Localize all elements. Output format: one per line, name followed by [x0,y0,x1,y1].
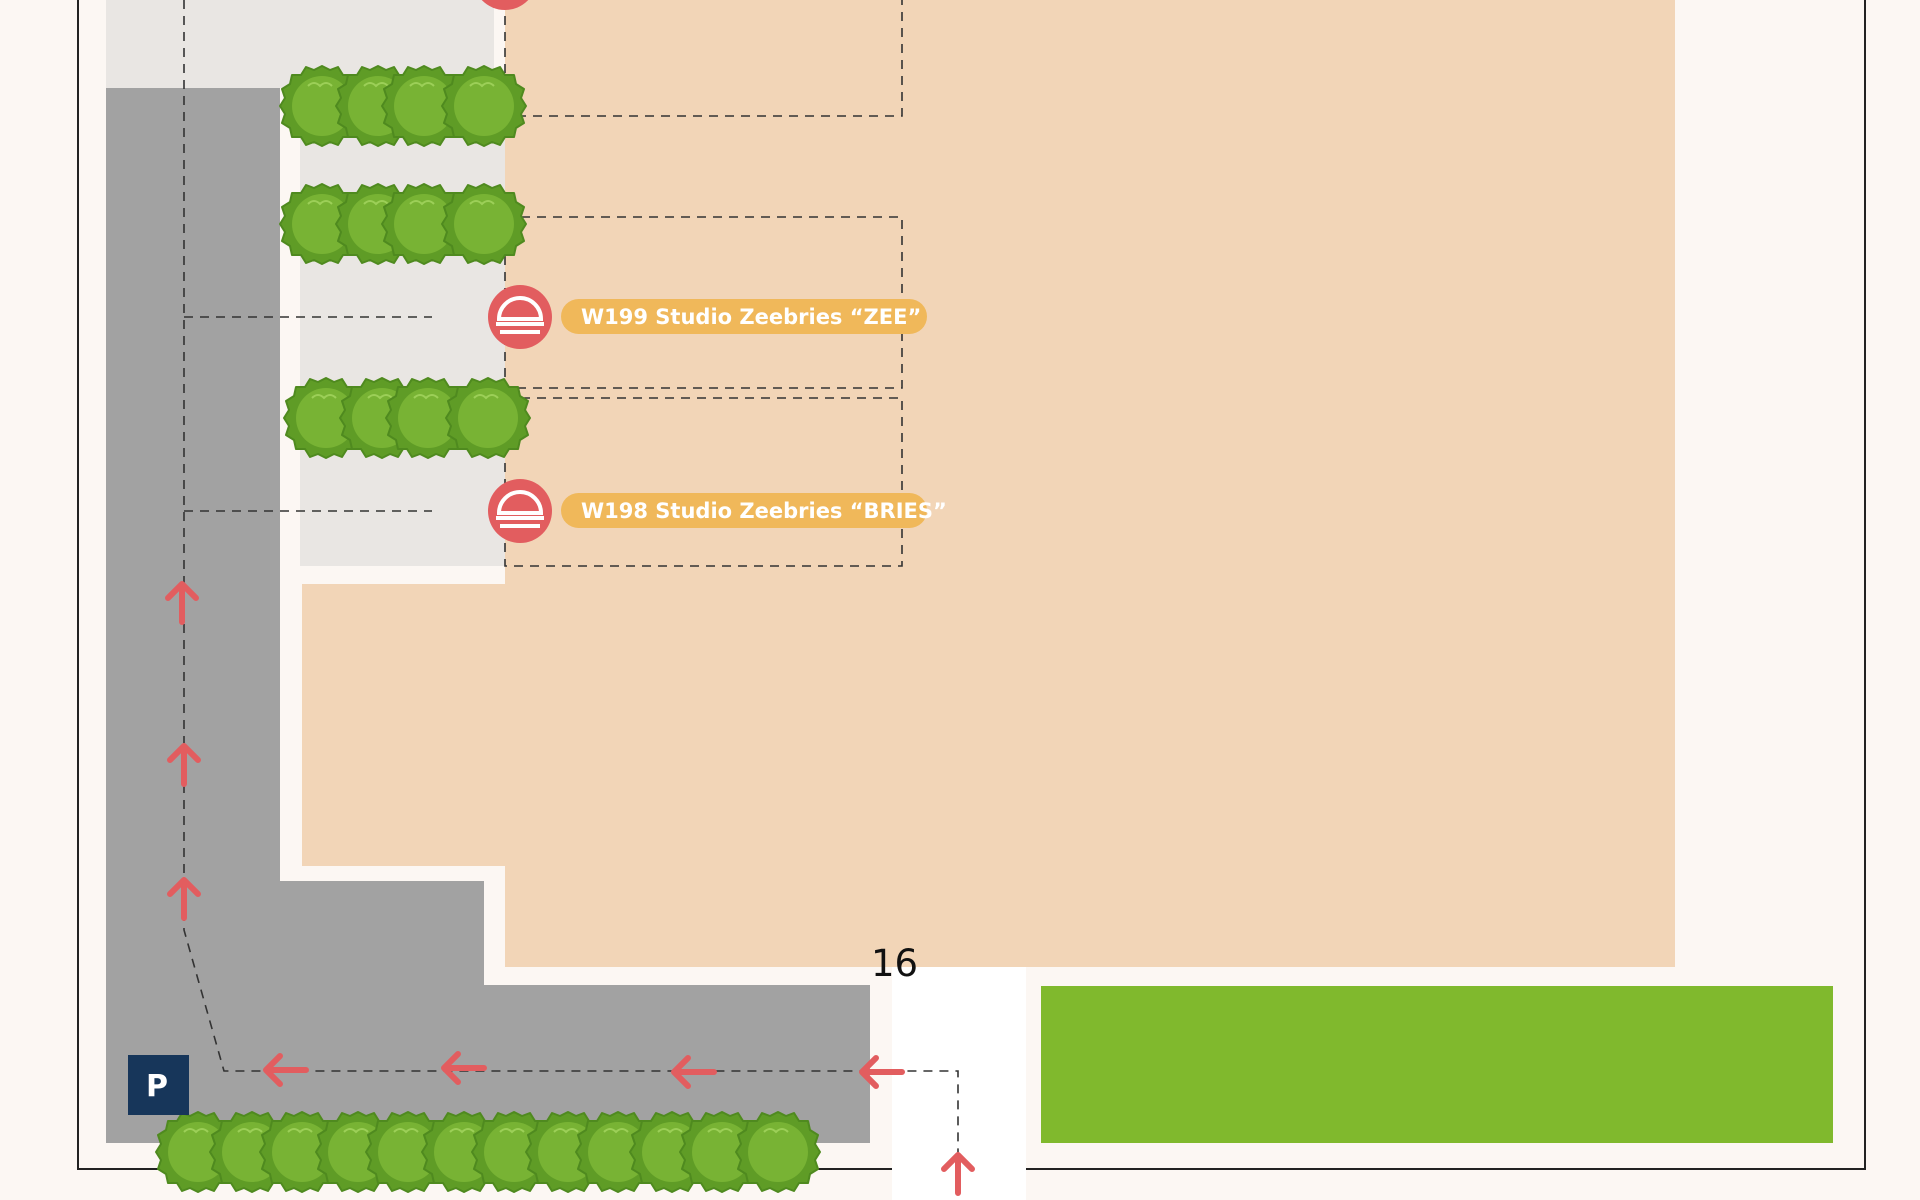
lawn-area [1041,986,1833,1143]
tree-row-bottom [155,1111,821,1193]
access-road [106,88,870,1143]
walking-route [183,0,959,1160]
studio-label-bg [561,493,927,528]
parking-sign: P [128,1055,189,1115]
studio-w199[interactable]: W199 Studio Zeebries “ZEE” [486,283,927,351]
studio-outlines [504,0,903,567]
studio-pin-icon [486,283,554,351]
gate-number: 16 [871,942,918,985]
parking-icon [128,1055,189,1115]
studio-w198[interactable]: W198 Studio Zeebries “BRIES” [486,477,947,545]
studio-marker-partial [481,0,529,10]
tree-row-1 [279,65,527,147]
studio-pin-icon [486,477,554,545]
tree-row-2 [279,183,527,265]
studio-label-bg [561,299,927,334]
studio-label: W199 Studio Zeebries “ZEE” [581,305,921,329]
building-hall [302,0,1675,967]
parking-label: P [146,1069,168,1104]
studio-label: W198 Studio Zeebries “BRIES” [581,499,947,523]
paved-strip [300,88,506,566]
tree-row-3 [283,377,531,459]
